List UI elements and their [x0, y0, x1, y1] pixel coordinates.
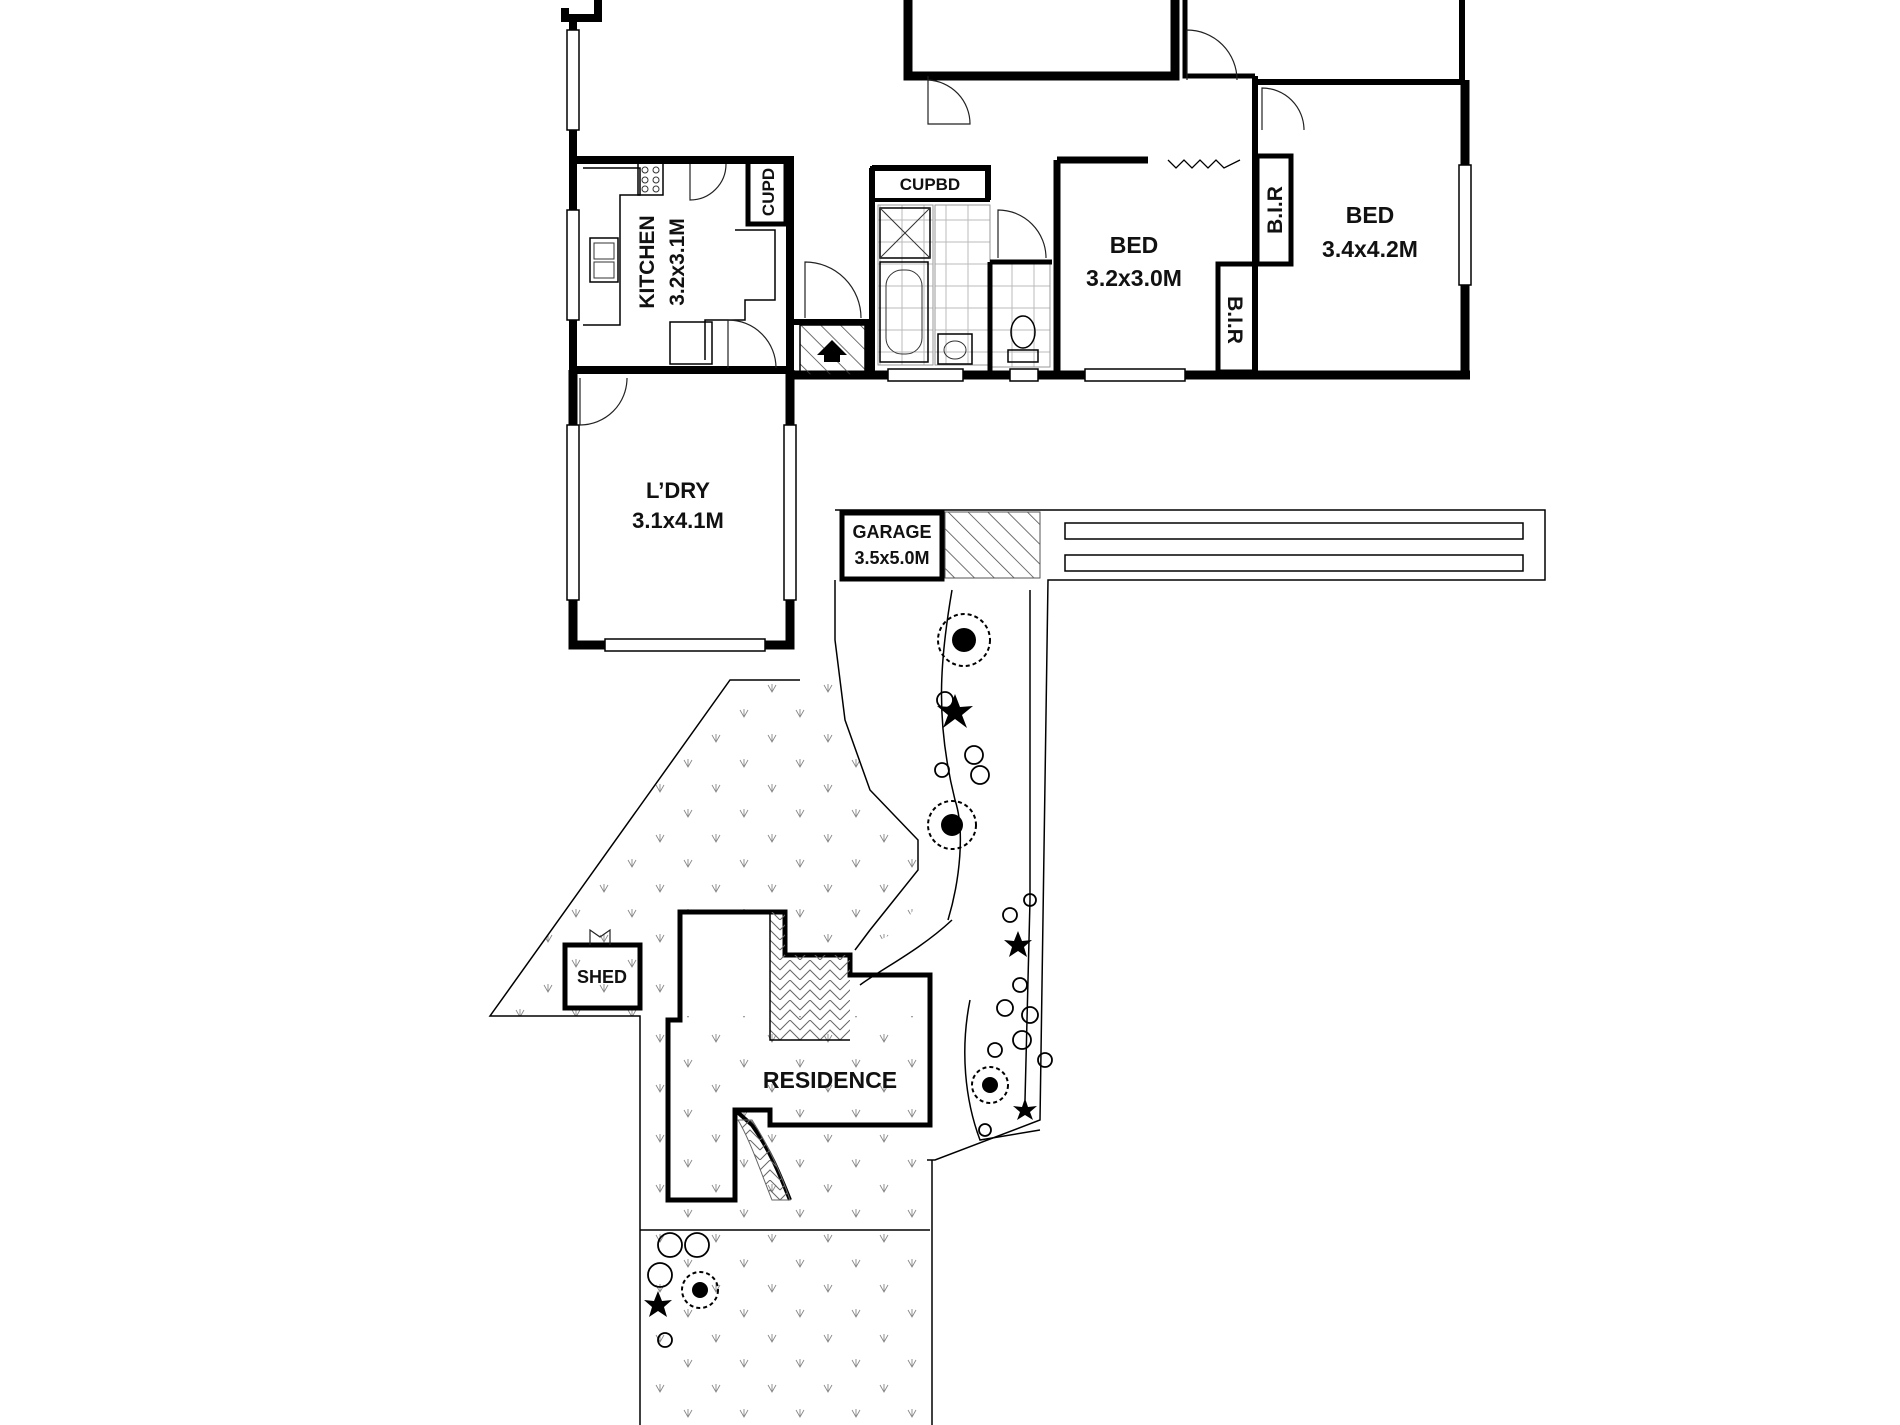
window-right	[1458, 164, 1472, 286]
bathtub-icon	[879, 261, 929, 363]
garage-size: 3.5x5.0M	[854, 548, 929, 568]
bir-upper-box	[1254, 153, 1294, 267]
shed-label: SHED	[577, 967, 627, 987]
tree-icon	[971, 1066, 1009, 1104]
window-bed1	[1084, 368, 1186, 382]
laundry-size: 3.1x4.1M	[632, 508, 724, 533]
sliding-door	[1167, 159, 1241, 169]
sink-icon	[589, 237, 619, 283]
house-walls	[561, 0, 1472, 382]
laundry-label: L’DRY	[646, 478, 710, 503]
shower-icon	[879, 207, 931, 259]
laundry-door	[579, 377, 628, 426]
bed2-room: BED 3.4x4.2M	[1261, 87, 1418, 262]
toilet-icon	[1007, 315, 1039, 363]
bir-lower-box	[1215, 261, 1258, 375]
hall-door-left	[927, 76, 971, 125]
stove-icon	[637, 162, 664, 196]
palm-icon	[644, 694, 1037, 1317]
lawn	[488, 510, 940, 1425]
kitchen-label: KITCHEN	[636, 215, 659, 308]
window-laundry-bottom	[604, 638, 766, 652]
window-wc	[1009, 368, 1039, 382]
kitchen-door-bottom	[727, 319, 777, 369]
bed1-label: BED	[1110, 232, 1159, 258]
fridge-icon	[669, 321, 713, 365]
up-arrow-icon	[817, 340, 847, 362]
window-bath	[887, 368, 964, 382]
residence-label: RESIDENCE	[763, 1067, 897, 1093]
basin-icon	[937, 333, 973, 365]
bir-upper-label: B.I.R	[1264, 186, 1287, 234]
bir-lower-label: B.I.R	[1223, 296, 1246, 344]
shrub-icon	[647, 691, 1053, 1348]
shrubs	[644, 613, 1053, 1348]
wc-door	[997, 209, 1047, 259]
kitchen-door-top	[689, 163, 727, 201]
cupd-label: CUPD	[759, 168, 778, 216]
bed2-door	[1261, 87, 1305, 131]
entry-stair	[793, 261, 871, 378]
driveway	[835, 509, 1546, 1161]
cupd-box	[745, 157, 789, 227]
laundry-room: L’DRY 3.1x4.1M	[566, 370, 797, 652]
bed2-label: BED	[1346, 202, 1395, 228]
window-laundry-left	[566, 424, 580, 601]
bed1-size: 3.2x3.0M	[1086, 265, 1182, 291]
window-kitchen	[566, 209, 580, 321]
window-left-top	[566, 29, 580, 131]
window-laundry-right	[783, 424, 797, 601]
hall-door-right	[1186, 29, 1238, 81]
bathroom: CUPBD	[869, 165, 1052, 378]
kitchen-size: 3.2x3.1M	[666, 218, 689, 306]
residence-building: RESIDENCE	[665, 909, 933, 1203]
kitchen-room: CUPD KITCHEN 3.2x3.1M	[566, 156, 794, 374]
cupbd-box	[870, 166, 990, 202]
cupbd-label: CUPBD	[900, 175, 960, 194]
bir-closets: B.I.R B.I.R	[1215, 130, 1294, 375]
bed1-room: BED 3.2x3.0M	[1053, 156, 1241, 378]
shed-box: SHED	[562, 928, 643, 1011]
entry-door	[804, 261, 862, 319]
tree-icon	[927, 800, 977, 850]
bed2-size: 3.4x4.2M	[1322, 236, 1418, 262]
shed-door	[589, 928, 611, 945]
garage-box: GARAGE 3.5x5.0M	[839, 510, 945, 582]
garage-label: GARAGE	[852, 522, 931, 542]
tree-icon	[937, 613, 991, 667]
tree-icon	[681, 1271, 719, 1309]
